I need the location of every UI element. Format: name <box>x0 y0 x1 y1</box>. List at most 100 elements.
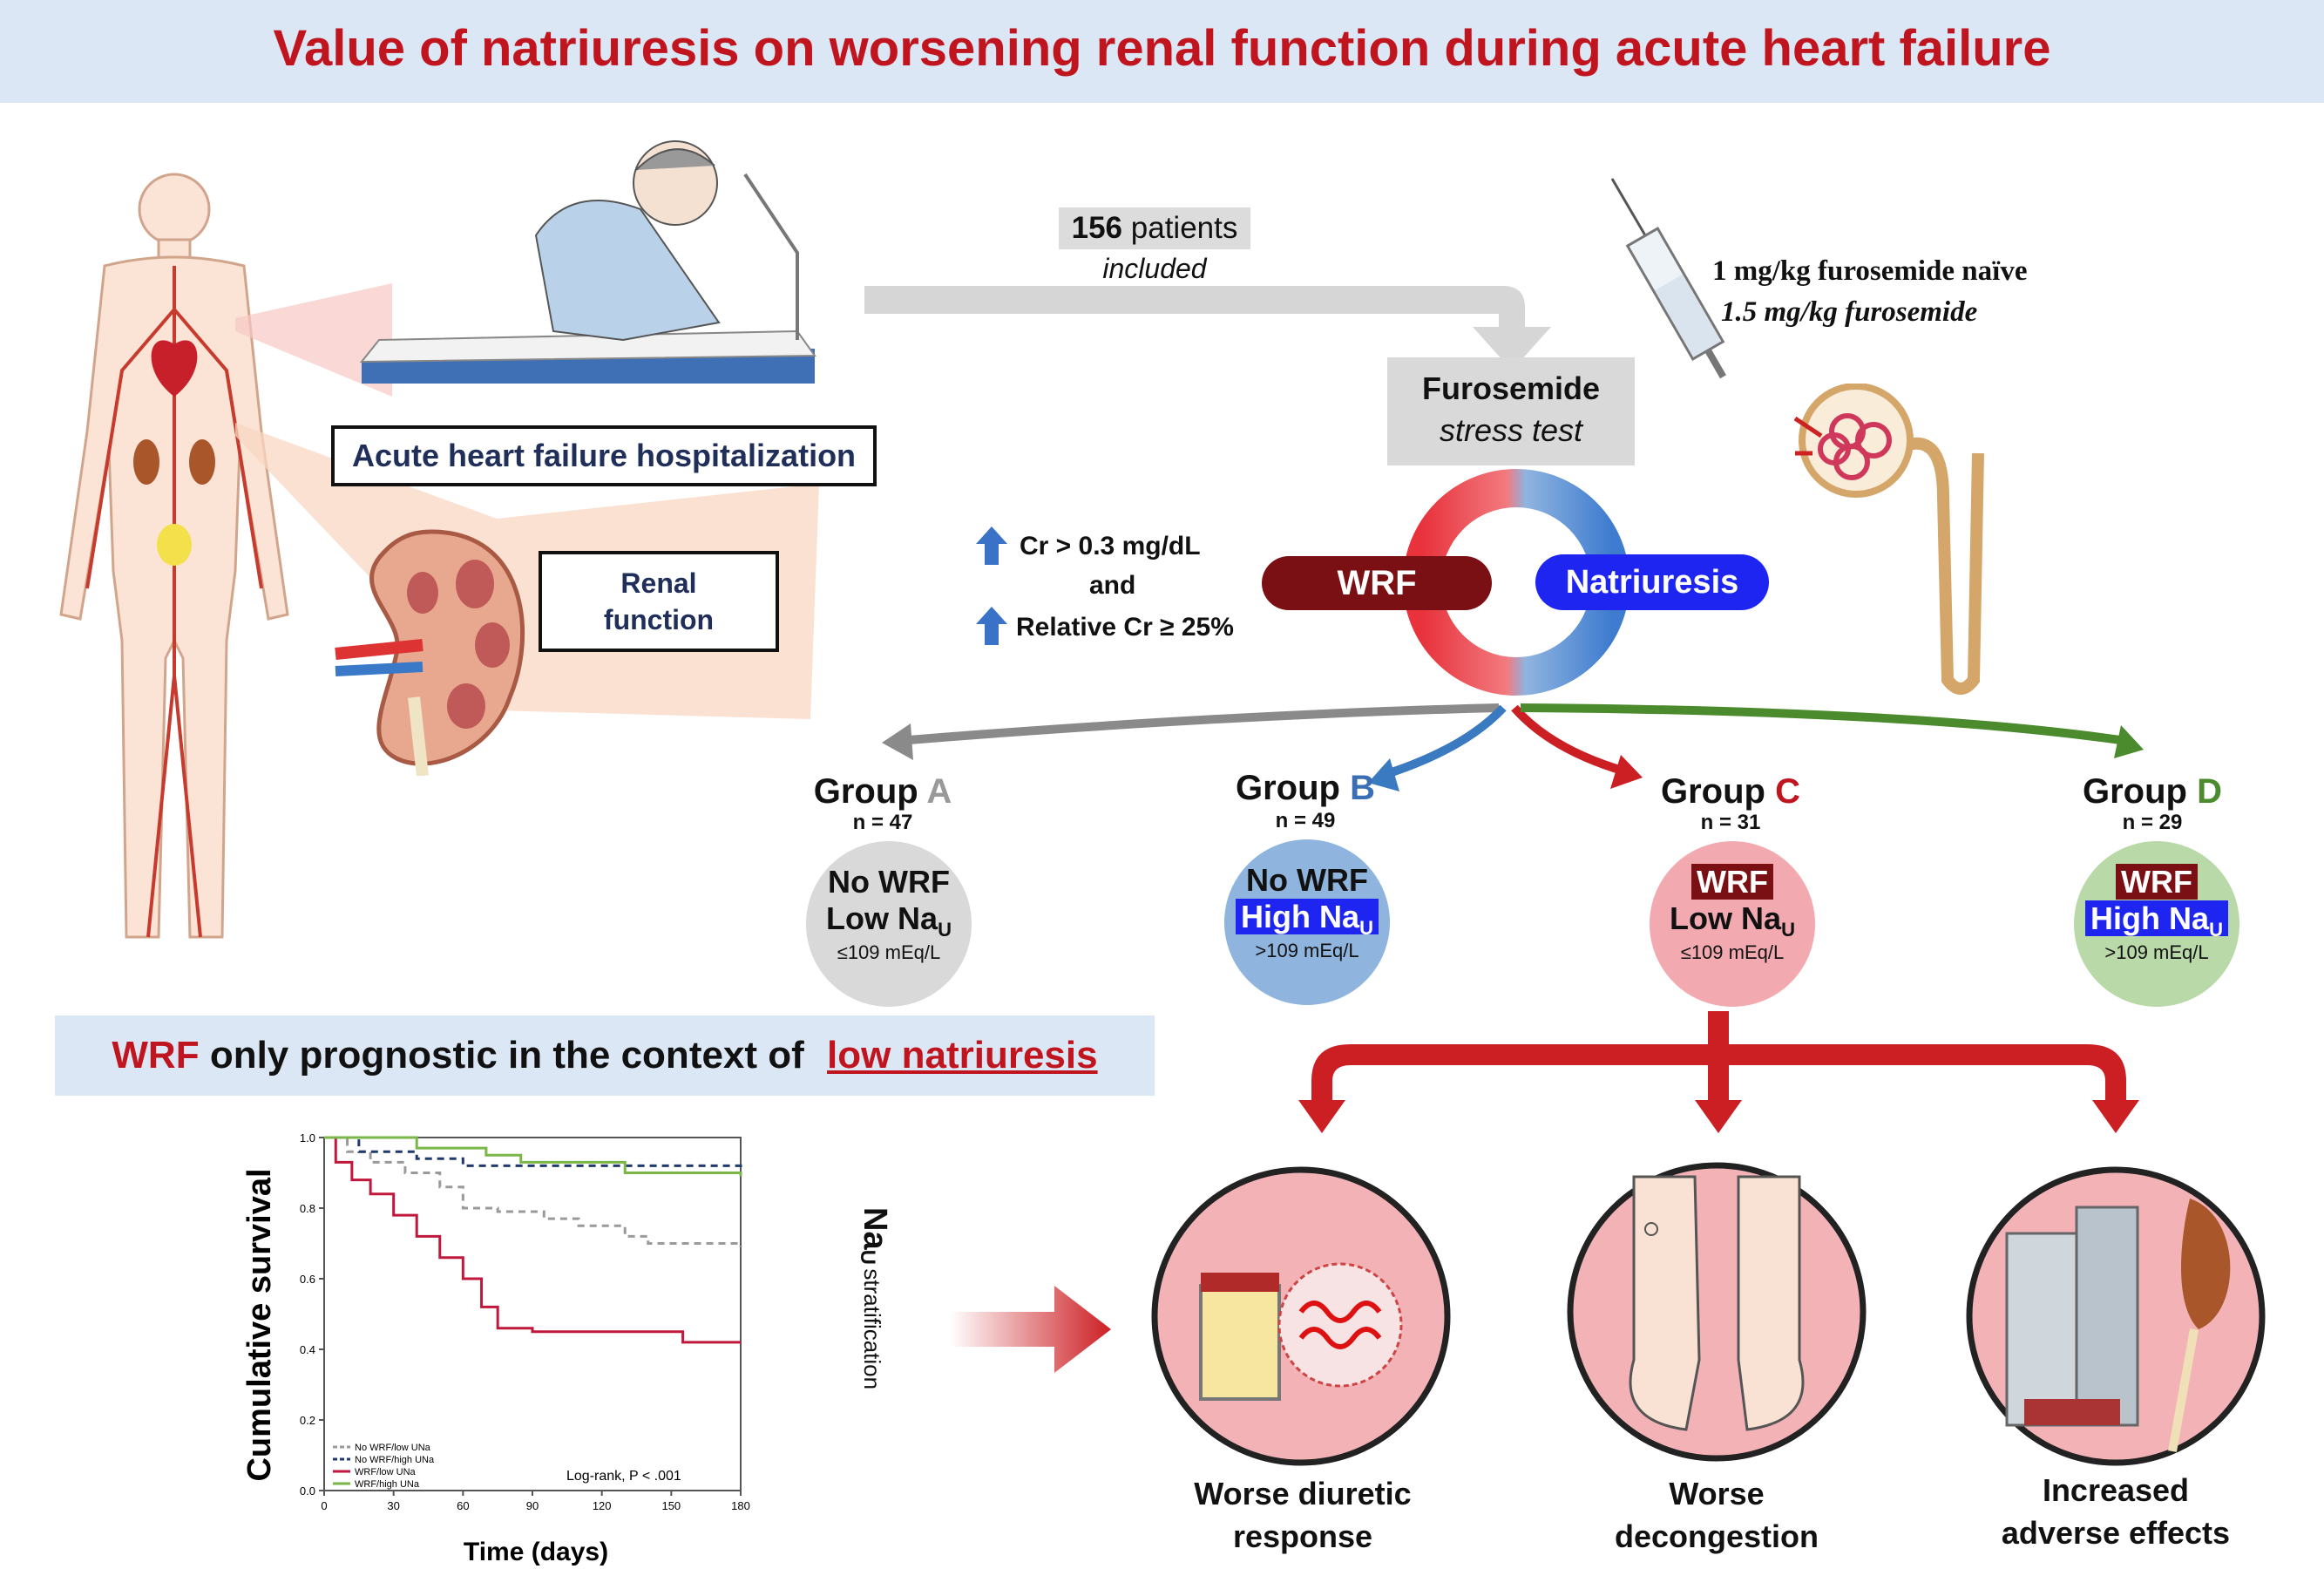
x-tick-label: 150 <box>661 1499 681 1512</box>
nephron-illustration <box>1793 384 1984 695</box>
group-b-line2: High NaU <box>1224 899 1390 940</box>
group-c-title: Group C <box>1626 772 1835 812</box>
legend-entry: WRF/low UNa <box>355 1467 417 1477</box>
group-c-circle: WRF Low NaU ≤109 mEq/L <box>1650 841 1815 1007</box>
y-tick-label: 0.2 <box>300 1414 315 1427</box>
group-a-line2: Low NaU <box>806 900 972 941</box>
y-tick-label: 0.4 <box>300 1343 315 1356</box>
group-d-prefix: Group <box>2083 772 2198 811</box>
renal-label-line1: Renal <box>620 567 697 599</box>
group-a-title: Group A <box>778 772 987 812</box>
acute-heart-failure-label: Acute heart failure hospitalization <box>331 425 877 486</box>
syringe-icon <box>1610 178 1726 379</box>
series-line-2 <box>324 1136 742 1170</box>
group-c-line2: Low NaU <box>1650 900 1815 941</box>
group-d-na: High Na <box>2090 900 2210 936</box>
prognostic-low-natriuresis: low natriuresis <box>827 1034 1098 1077</box>
outcome-diuretic-line1: Worse diuretic <box>1194 1476 1412 1511</box>
group-c-letter: C <box>1775 772 1800 811</box>
series-line-1 <box>324 1136 742 1247</box>
y-tick-label: 0.8 <box>300 1202 315 1215</box>
y-tick-label: 1.0 <box>300 1131 315 1144</box>
group-c-prefix: Group <box>1661 772 1776 811</box>
group-b-letter: B <box>1350 769 1375 807</box>
group-a-threshold: ≤109 mEq/L <box>837 941 941 964</box>
decongestion-illustration <box>1567 1162 1867 1462</box>
group-b-circle: No WRF High NaU >109 mEq/L <box>1224 839 1390 1005</box>
cr-absolute-criterion: Cr > 0.3 mg/dL <box>1020 532 1201 560</box>
x-tick-label: 60 <box>457 1499 469 1512</box>
stratification-arrow <box>950 1286 1111 1373</box>
adverse-effects-illustration <box>1966 1166 2266 1466</box>
group-b-prefix: Group <box>1236 769 1351 807</box>
x-tick-label: 90 <box>526 1499 539 1512</box>
group-d-circle: WRF High NaU >109 mEq/L <box>2074 841 2239 1007</box>
strat-na: Na <box>857 1207 893 1250</box>
group-d-line1: WRF <box>2116 864 2198 900</box>
group-d-letter: D <box>2197 772 2222 811</box>
prognostic-middle: only prognostic in the context of <box>209 1034 804 1077</box>
legend-entry: WRF/high UNa <box>355 1479 420 1490</box>
stress-test-line1: Furosemide <box>1421 370 1601 406</box>
outcome-adverse-line1: Increased <box>2042 1472 2190 1508</box>
group-c-na: Low Na <box>1670 900 1782 936</box>
series-line-3 <box>324 1136 741 1344</box>
group-c-threshold: ≤109 mEq/L <box>1680 941 1785 964</box>
strat-word: stratification <box>859 1268 885 1390</box>
series-line-4 <box>324 1136 742 1177</box>
group-a-letter: A <box>926 772 952 811</box>
chart-x-label: Time (days) <box>464 1538 608 1566</box>
increase-arrow-icon <box>976 607 1007 645</box>
legend-entry: No WRF/low UNa <box>355 1443 431 1453</box>
patient-in-bed-illustration <box>359 140 816 384</box>
natriuresis-pill: Natriuresis <box>1535 554 1769 610</box>
strat-sub: U <box>855 1249 879 1265</box>
x-tick-label: 180 <box>731 1499 750 1512</box>
prognostic-wrf: WRF <box>112 1034 200 1077</box>
outcome-diuretic-line2: response <box>1232 1518 1373 1554</box>
group-a-circle: No WRF Low NaU ≤109 mEq/L <box>806 841 972 1007</box>
included-label: included <box>1102 253 1207 284</box>
prognostic-banner <box>55 1015 1155 1096</box>
group-a-na: Low Na <box>826 900 938 936</box>
outcome-diuretic-label: Worse diuretic response <box>1155 1473 1451 1558</box>
chart-annotation: Log-rank, P < .001 <box>566 1469 681 1484</box>
group-b-line1: No WRF <box>1246 862 1368 898</box>
patient-count: 156 <box>1071 211 1123 245</box>
furosemide-stress-test-box: Furosemide stress test <box>1387 357 1635 465</box>
x-tick-label: 120 <box>593 1499 612 1512</box>
group-c-sub: U <box>1781 919 1795 941</box>
patient-word: patients <box>1130 211 1238 245</box>
x-tick-label: 30 <box>387 1499 399 1512</box>
survival-chart: 0.0 0.2 0.4 0.6 0.8 1.0 0 30 60 90 120 150 180 No W… <box>241 1131 750 1566</box>
chart-plot-frame <box>323 1137 742 1491</box>
human-body-illustration <box>59 173 289 939</box>
group-c-count: n = 31 <box>1700 811 1761 834</box>
legend-entry: No WRF/high UNa <box>355 1455 435 1465</box>
page-title: Value of natriuresis on worsening renal … <box>273 20 2051 77</box>
group-d-count: n = 29 <box>2122 811 2183 834</box>
group-a-line1: No WRF <box>828 864 950 900</box>
group-d-title: Group D <box>2048 772 2257 812</box>
diuretic-response-illustration <box>1151 1166 1451 1466</box>
group-b-sub: U <box>1359 917 1373 940</box>
wrf-pill: WRF <box>1262 556 1492 610</box>
dose-regular-label: 1.5 mg/kg furosemide <box>1721 296 1978 328</box>
chart-y-label: Cumulative survival <box>241 1168 278 1481</box>
y-tick-label: 0.0 <box>300 1484 315 1498</box>
y-tick-label: 0.6 <box>300 1273 315 1286</box>
title-banner <box>0 0 2324 103</box>
group-a-count: n = 47 <box>852 811 913 834</box>
x-tick-label: 0 <box>321 1499 327 1512</box>
prognostic-statement: WRF only prognostic in the context of lo… <box>55 1034 1155 1077</box>
outcome-decongestion-line2: decongestion <box>1614 1518 1819 1554</box>
renal-function-label: Renal function <box>539 551 779 652</box>
kidney-cross-section-illustration <box>335 529 525 776</box>
group-b-count: n = 49 <box>1275 809 1336 832</box>
cr-relative-criterion: Relative Cr ≥ 25% <box>1016 613 1234 642</box>
group-b-na: High Na <box>1241 899 1360 934</box>
na-stratification-label: NaU stratification <box>855 1207 893 1389</box>
stress-test-line2: stress test <box>1439 412 1583 448</box>
outcome-decongestion-line1: Worse <box>1669 1476 1765 1511</box>
group-c-line1: WRF <box>1691 864 1773 900</box>
